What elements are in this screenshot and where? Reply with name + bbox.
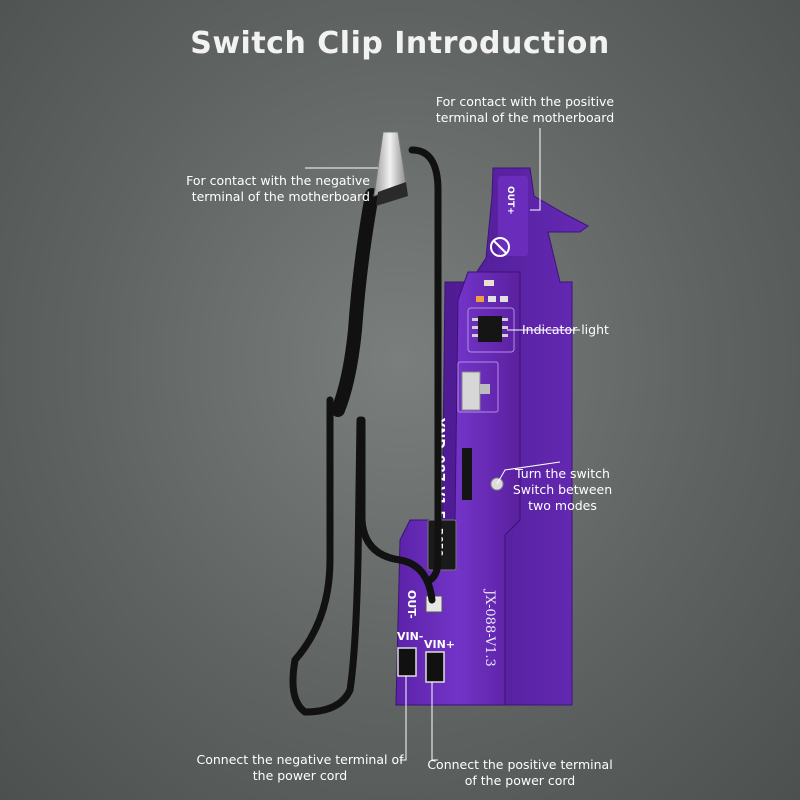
out-minus-mark: OUT- — [405, 590, 418, 619]
out-plus-mark: OUT+ — [505, 186, 515, 215]
callout-lines — [305, 128, 580, 761]
callout-switch-line1: Turn the switch — [515, 466, 610, 481]
clip-cable — [289, 146, 442, 716]
indicator-leds — [476, 280, 508, 302]
page-title: Switch Clip Introduction — [190, 26, 610, 61]
vin-minus-mark: VIN- — [397, 630, 423, 643]
power-terminals — [397, 647, 445, 683]
slide-switch — [457, 361, 499, 413]
callout-negative-power: Connect the negative terminal of the pow… — [196, 752, 404, 783]
connector-slot — [462, 448, 472, 500]
callout-switch: Turn the switch Switch between two modes — [500, 466, 625, 514]
model-mark-rear: JX-088-V1.3 — [482, 588, 497, 667]
vin-plus-mark: VIN+ — [424, 638, 455, 651]
callout-indicator: Indicator light — [522, 322, 609, 337]
warning-circle-icon — [490, 237, 510, 257]
callout-positive-contact: For contact with the positive terminal o… — [435, 94, 615, 125]
callout-negative-contact: For contact with the negative terminal o… — [186, 173, 370, 204]
callout-positive-power: Connect the positive terminal of the pow… — [427, 757, 613, 788]
metal-probe-tip — [373, 131, 408, 206]
callout-switch-line2: Switch between two modes — [512, 482, 613, 513]
